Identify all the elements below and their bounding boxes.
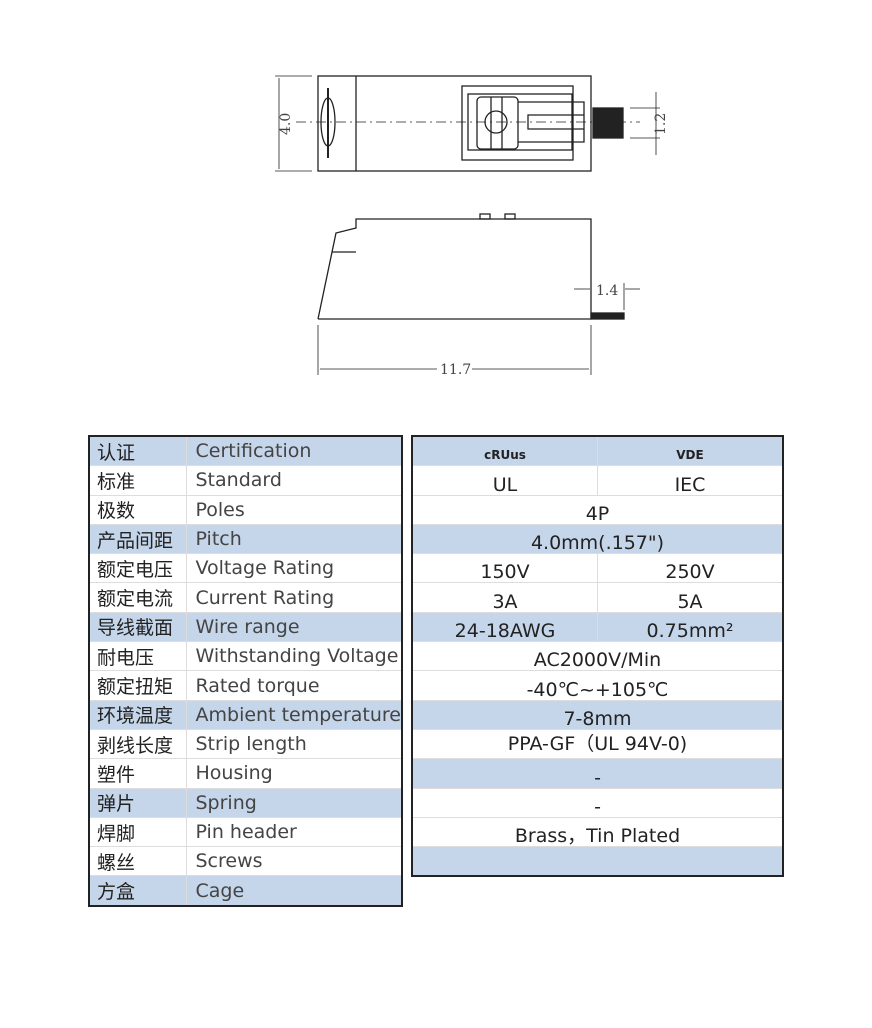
spec-value: - [412,758,783,789]
spec-label-zh: 极数 [89,495,187,525]
spec-row [412,846,783,877]
spec-label-en: Current Rating [186,582,402,613]
spec-value: Brass，Tin Plated [412,817,783,848]
vde-logo-text: VDE [676,448,704,463]
spec-value: AC2000V/Min [412,641,783,672]
ul-logo: cRUus [412,436,598,467]
spec-label-en: Withstanding Voltage [186,641,402,672]
spec-value [412,846,783,877]
connector-drawing: 4.0 1.2 1.4 11.7 [275,75,669,378]
spec-label-en: Cage [186,875,402,907]
side-view [317,213,640,375]
spec-label-en: Housing [186,758,402,789]
iec-value: 250V [597,553,783,584]
spec-label-en: Pitch [186,524,402,555]
ul-value: 24-18AWG [412,612,598,643]
spec-value: -40℃~+105℃ [412,670,783,701]
spec-label-zh: 认证 [89,436,187,467]
spec-label-zh: 弹片 [89,788,187,818]
spec-label-en: Wire range [186,612,402,643]
spec-label-en: Certification [186,436,402,467]
ul-value: 150V [412,553,598,584]
spec-value: 7-8mm [412,700,783,730]
spec-label-zh: 塑件 [89,758,187,789]
ul-logo-text: cRUus [484,448,526,463]
spec-label-zh: 方盒 [89,875,187,907]
spec-label-zh: 额定扭矩 [89,670,187,701]
spec-label-en: Pin header [186,817,402,848]
spec-label-en: Standard [186,465,402,496]
spec-row: 4.0mm(.157") [412,524,783,555]
ul-value: UL [412,465,598,496]
ul-value: 3A [412,582,598,613]
dim-length-label: 11.7 [440,362,471,378]
spec-row: - [412,758,783,789]
spec-label-zh: 螺丝 [89,846,187,877]
top-view [275,75,660,172]
spec-label-zh: 额定电压 [89,553,187,584]
spec-value: 4.0mm(.157") [412,524,783,555]
spec-label-en: Strip length [186,729,402,760]
spec-row: Brass，Tin Plated [412,817,783,848]
spec-row: AC2000V/Min [412,641,783,672]
iec-value: IEC [597,465,783,496]
spec-label-en: Rated torque [186,670,402,701]
spec-label-en: Spring [186,788,402,818]
spec-label-zh: 耐电压 [89,641,187,672]
iec-value: 5A [597,582,783,613]
spec-label-zh: 额定电流 [89,582,187,613]
spec-label-zh: 产品间距 [89,524,187,555]
iec-value: 0.75mm² [597,612,783,643]
spec-label-zh: 环境温度 [89,700,187,730]
spec-label-zh: 焊脚 [89,817,187,848]
spec-label-en: Screws [186,846,402,877]
spec-label-zh: 导线截面 [89,612,187,643]
spec-row: cRUus VDE [412,436,783,467]
spec-row: -40℃~+105℃ [412,670,783,701]
dim-width-label: 4.0 [278,113,294,135]
spec-label-zh: 剥线长度 [89,729,187,760]
spec-value: PPA-GF（UL 94V-0) [412,729,783,760]
spec-label-en: Voltage Rating [186,553,402,584]
spec-value: 4P [412,495,783,525]
spec-value: - [412,788,783,818]
dim-pin-label: 1.2 [653,113,669,135]
spec-label-en: Ambient temperature [186,700,402,730]
dim-pin-length-label: 1.4 [596,283,618,299]
spec-row: 7-8mm [412,700,783,730]
spec-row: 4P [412,495,783,525]
spec-label-en: Poles [186,495,402,525]
spec-label-zh: 标准 [89,465,187,496]
vde-logo: VDE [597,436,783,467]
spec-row: - [412,788,783,818]
